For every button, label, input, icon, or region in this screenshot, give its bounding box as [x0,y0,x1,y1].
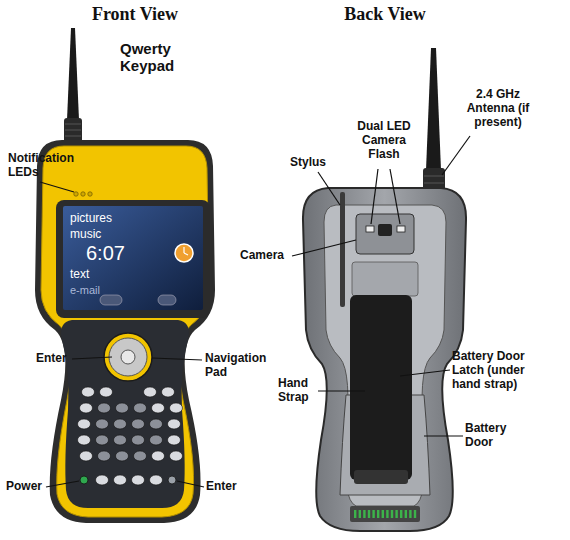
connector-pin [405,510,407,518]
navigation-pad [109,338,147,376]
screen-text: e-mail [70,284,160,297]
connector-pin [354,510,356,518]
softkey-left [100,295,122,305]
part-label: Dual LED Camera Flash [352,120,416,161]
keypad-key [116,403,129,413]
keypad-key [114,475,127,485]
keypad-key [170,451,183,461]
part-label: Navigation Pad [205,352,277,380]
camera-module [356,214,414,254]
enter-key-center [121,350,135,364]
keypad-key [134,451,147,461]
keypad-key [114,435,127,445]
keypad-key [144,387,157,397]
keypad-key [150,435,163,445]
screen-clock: 6:07 [86,242,156,265]
keypad-key [96,419,109,429]
keypad-area [61,320,189,508]
part-label: Enter [36,352,76,366]
keypad-key [98,403,111,413]
screen-bezel [56,200,210,318]
part-label: Battery Door Latch (under hand strap) [452,350,538,391]
connector-pin [359,510,361,518]
screen-text: text [70,268,160,282]
part-label: Hand Strap [278,377,318,405]
part-label: Battery Door [465,422,519,450]
part-label: Enter [206,480,246,494]
keypad-key [80,451,93,461]
front-yellow-shell [41,146,209,517]
enter-key [168,476,176,484]
connector-pin [382,510,384,518]
clock-icon [175,244,193,262]
connector-pin [414,510,416,518]
keypad-key [114,419,127,429]
keypad-key [170,403,183,413]
back-housing [303,188,466,531]
connector-pin [391,510,393,518]
connector-pin [372,510,374,518]
part-label: Notification LEDs [8,152,90,180]
part-label: Camera [240,249,292,263]
keypad-key [82,387,95,397]
view-heading: Back View [333,4,437,25]
keypad-key [150,475,163,485]
keypad-key [96,435,109,445]
hand-strap-buckle [354,470,408,484]
keypad-key [168,419,181,429]
connector-pin [409,510,411,518]
softkey-right [158,295,176,305]
part-label: Qwerty Keypad [120,40,192,75]
keypad-keys [78,387,183,485]
keypad-key [100,387,113,397]
keypad-key [116,451,129,461]
keypad-key [134,403,147,413]
keypad-key [78,419,91,429]
keypad-key [150,419,163,429]
connector-pin [368,510,370,518]
camera-flash-led [397,226,405,232]
keypad-key [78,435,91,445]
part-label: 2.4 GHz Antenna (if present) [452,88,544,129]
keypad-key [80,403,93,413]
camera-lens [378,224,392,236]
notification-leds [74,192,92,196]
connector [350,506,420,522]
connector-pins [354,510,416,518]
leader-lines [40,136,470,487]
front-housing [35,140,215,523]
connector-pin [377,510,379,518]
part-label: Power [6,480,48,494]
part-label: Stylus [290,156,338,170]
screen-text: music [70,228,160,242]
back-antenna [423,48,445,202]
connector-pin [395,510,397,518]
stylus [340,192,345,307]
keypad-key [132,435,145,445]
keypad-key [132,419,145,429]
keypad-key [162,387,175,397]
power-key [80,476,88,484]
keypad-key [132,475,145,485]
camera-flash-led [366,226,374,232]
keypad-key [152,403,165,413]
screen-text: pictures [70,212,160,226]
view-heading: Front View [78,4,192,25]
keypad-key [98,451,111,461]
keypad-key [152,451,165,461]
back-panel-plate [352,262,418,296]
keypad-key [96,475,109,485]
front-antenna [64,28,82,144]
screen [63,206,203,310]
connector-pin [363,510,365,518]
connector-pin [386,510,388,518]
hand-strap [350,295,412,480]
keypad-key [168,435,181,445]
connector-pin [400,510,402,518]
